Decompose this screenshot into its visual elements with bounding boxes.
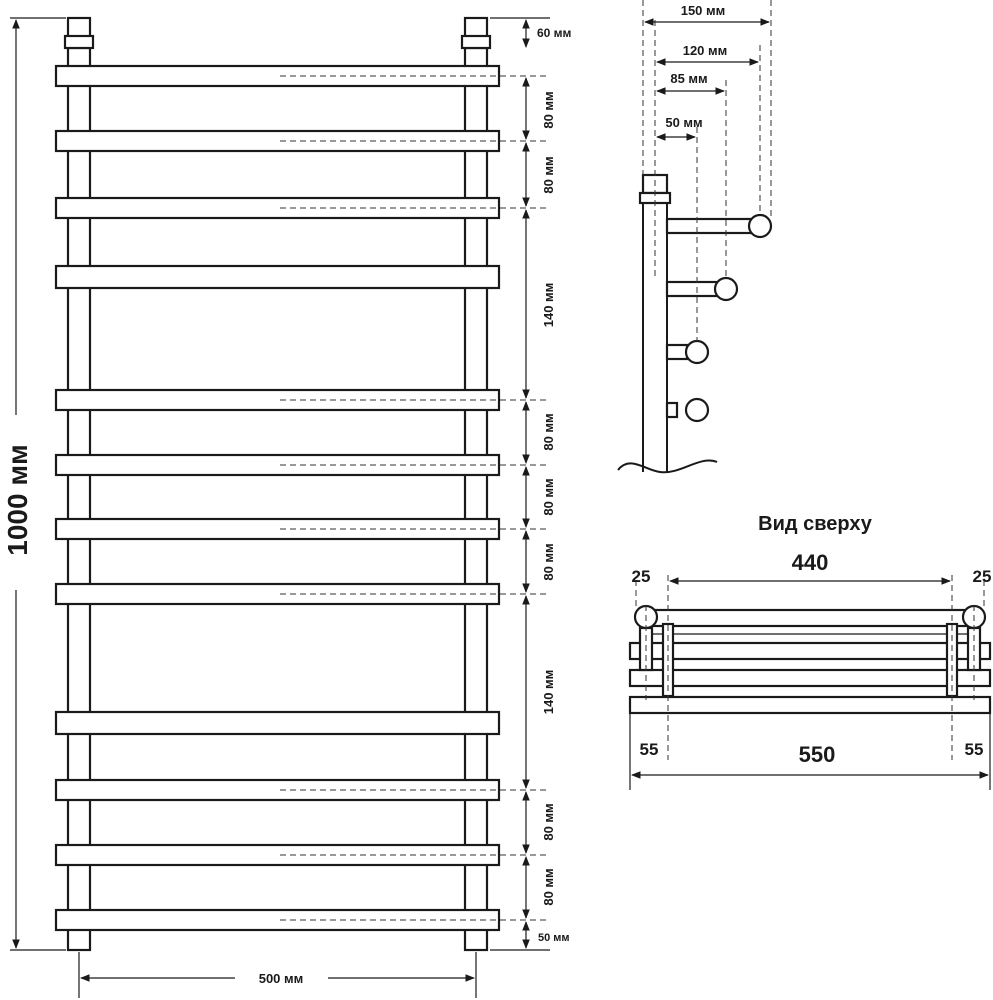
arm	[665, 280, 721, 298]
left-post	[66, 46, 92, 952]
rung-extension-lines	[280, 17, 550, 951]
right-post-nut	[460, 34, 492, 50]
left-offset-label: 55	[640, 740, 659, 759]
rung	[54, 778, 501, 802]
bottom-offset-label: 50 мм	[538, 932, 570, 944]
top-view: Вид сверху 440 25 25 550 55 55	[628, 513, 992, 790]
side-view: 150 мм 120 мм 85 мм 50 мм	[617, 0, 773, 474]
spacing-label: 80 мм	[541, 91, 556, 128]
spacing-label: 80 мм	[541, 478, 556, 515]
arm-end	[747, 213, 773, 239]
depth-label: 150 мм	[681, 3, 726, 18]
rail	[646, 608, 974, 628]
right-post	[463, 46, 489, 952]
rung	[54, 453, 501, 477]
rung	[54, 843, 501, 867]
side-arms	[665, 213, 773, 423]
top-view-title: Вид сверху	[758, 513, 873, 535]
arm-end	[684, 339, 710, 365]
total-width-label: 550	[799, 742, 836, 767]
spacing-label: 80 мм	[541, 413, 556, 450]
inner-width-label: 440	[792, 550, 829, 575]
rungs	[54, 64, 501, 932]
spacing-label: 80 мм	[541, 156, 556, 193]
left-post-nut	[63, 34, 95, 50]
spacing-label: 80 мм	[541, 543, 556, 580]
rung	[54, 129, 501, 153]
top-offset-label: 60 мм	[537, 26, 572, 40]
arm-end	[684, 397, 710, 423]
rung	[54, 264, 501, 290]
arm	[665, 217, 753, 235]
front-view: 60 мм 80 мм 80 мм 140 мм 80 мм 80 мм 80 …	[2, 16, 572, 998]
right-edge-label: 25	[973, 567, 992, 586]
depth-label: 50 мм	[665, 115, 702, 130]
rung	[54, 517, 501, 541]
arm	[665, 343, 689, 361]
rail	[628, 641, 992, 661]
arm	[665, 401, 679, 419]
height-label: 1000 мм	[2, 444, 33, 556]
spacing-label: 80 мм	[541, 803, 556, 840]
rung	[54, 196, 501, 220]
depth-label: 120 мм	[683, 43, 728, 58]
spacing-label: 140 мм	[541, 670, 556, 715]
arm-end	[713, 276, 739, 302]
rung	[54, 908, 501, 932]
spacing-label: 140 мм	[541, 283, 556, 328]
rail	[628, 668, 992, 688]
rung	[54, 64, 501, 88]
left-edge-label: 25	[632, 567, 651, 586]
rung	[54, 710, 501, 736]
rung	[54, 388, 501, 412]
spacing-label: 80 мм	[541, 868, 556, 905]
break-line	[617, 459, 718, 474]
depth-label: 85 мм	[670, 71, 707, 86]
rung	[54, 582, 501, 606]
rail	[628, 695, 992, 715]
right-offset-label: 55	[965, 740, 984, 759]
width-label: 500 мм	[259, 971, 304, 986]
